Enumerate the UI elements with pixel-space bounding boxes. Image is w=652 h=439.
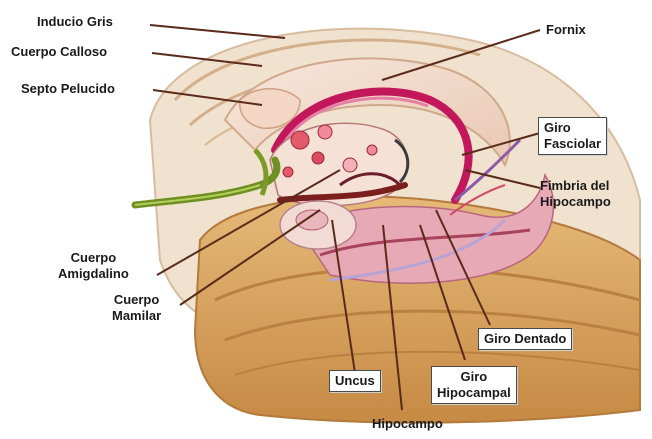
label-cuerpo-mamilar-line1: Cuerpo xyxy=(112,292,161,308)
label-giro-fasciolar-line2: Fasciolar xyxy=(544,136,601,152)
label-fornix: Fornix xyxy=(546,22,586,38)
label-fimbria-line2: Hipocampo xyxy=(540,194,611,210)
label-uncus: Uncus xyxy=(329,370,381,392)
label-fimbria-del-hipocampo: Fimbria del Hipocampo xyxy=(540,178,611,210)
label-cuerpo-mamilar-line2: Mamilar xyxy=(112,308,161,324)
label-giro-fasciolar: Giro Fasciolar xyxy=(538,117,607,155)
label-cuerpo-amigdalino-line2: Amigdalino xyxy=(58,266,129,282)
label-cuerpo-mamilar: Cuerpo Mamilar xyxy=(112,292,161,324)
label-giro-dentado: Giro Dentado xyxy=(478,328,572,350)
label-giro-hipocampal-line1: Giro xyxy=(437,369,511,385)
label-giro-hipocampal: Giro Hipocampal xyxy=(431,366,517,404)
label-hipocampo: Hipocampo xyxy=(372,416,443,432)
label-inducio-gris: Inducio Gris xyxy=(37,14,113,30)
label-cuerpo-amigdalino: Cuerpo Amigdalino xyxy=(58,250,129,282)
label-septo-pelucido: Septo Pelucido xyxy=(21,81,115,97)
label-cuerpo-amigdalino-line1: Cuerpo xyxy=(58,250,129,266)
label-giro-hipocampal-line2: Hipocampal xyxy=(437,385,511,401)
label-fimbria-line1: Fimbria del xyxy=(540,178,611,194)
label-cuerpo-calloso: Cuerpo Calloso xyxy=(11,44,107,60)
label-giro-fasciolar-line1: Giro xyxy=(544,120,601,136)
